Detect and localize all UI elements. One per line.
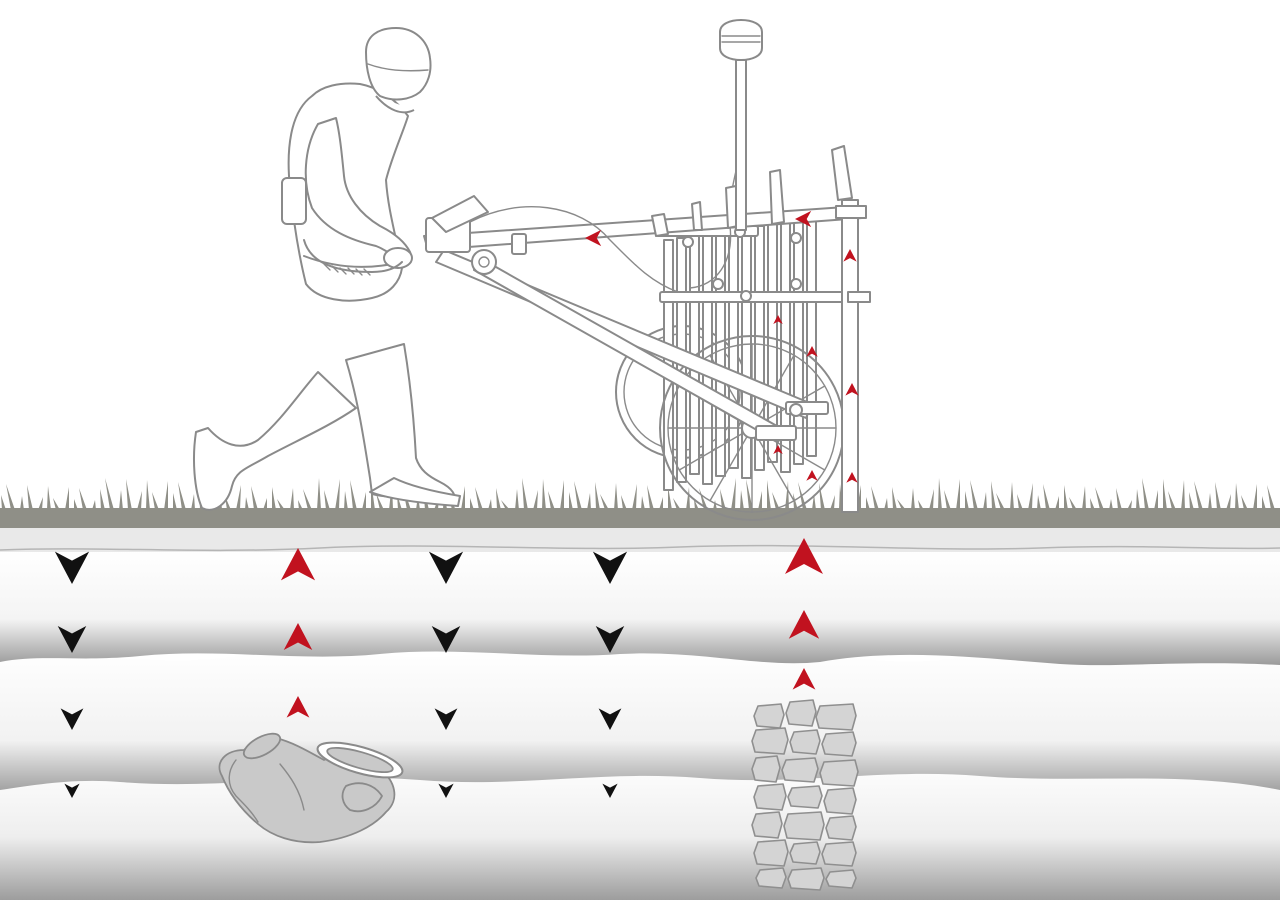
signal-down-arrow	[592, 551, 628, 584]
buried-ceramic-pot	[218, 732, 404, 844]
signal-up-arrow	[280, 548, 316, 581]
grass-blade-set	[1, 478, 1275, 510]
soil-layers	[0, 528, 1280, 900]
wall-stone	[751, 755, 781, 783]
signal-return-arrow	[585, 229, 602, 247]
wall-stone	[819, 759, 859, 787]
signal-down-arrow	[434, 708, 458, 730]
signal-down-arrow	[431, 626, 461, 653]
signal-up-arrow	[773, 445, 783, 454]
surface-band-edge	[0, 544, 1280, 552]
radar-signals	[54, 210, 859, 798]
signal-return-arrow	[795, 210, 812, 228]
signal-down-arrow	[54, 551, 90, 584]
wall-stone	[751, 727, 789, 755]
signal-down-arrow	[64, 783, 80, 798]
array-element	[741, 227, 752, 479]
wall-stone	[783, 811, 825, 841]
signal-up-arrow	[286, 696, 310, 718]
signal-up-arrow	[845, 383, 859, 396]
wall-stone	[787, 867, 825, 891]
array-element	[715, 231, 726, 477]
wall-stone	[825, 815, 857, 841]
signal-up-arrow	[806, 470, 818, 481]
grass-ground	[0, 478, 1280, 528]
array-element	[806, 217, 817, 457]
wall-stone	[789, 841, 821, 865]
wall-stone	[823, 787, 857, 815]
wall-stone	[821, 841, 857, 867]
wall-stone	[753, 839, 789, 867]
signal-up-arrow	[843, 249, 857, 262]
signal-down-arrow	[598, 708, 622, 730]
wall-stone	[821, 731, 857, 757]
soil-layer-top	[0, 550, 1280, 666]
wall-stone	[755, 867, 787, 889]
buried-stone-wall	[751, 699, 859, 891]
wall-stone	[753, 703, 785, 729]
gnss-antenna	[719, 19, 763, 61]
signal-up-arrow	[806, 346, 818, 357]
signal-down-arrow	[438, 783, 454, 798]
signal-up-arrow	[773, 315, 783, 324]
grass-blades	[1, 478, 1275, 510]
gpr-cart	[423, 19, 871, 521]
signal-up-arrow	[788, 610, 820, 639]
wall-stone	[751, 811, 783, 839]
signal-down-arrow	[57, 626, 87, 653]
wheel-spoke	[678, 432, 745, 471]
signal-up-arrow	[846, 472, 858, 483]
array-element	[728, 229, 739, 469]
wall-stone	[785, 699, 817, 727]
wheel-spoke	[756, 354, 795, 421]
wheel-spoke	[756, 435, 795, 502]
signal-down-arrow	[428, 551, 464, 584]
wall-stone	[825, 869, 857, 889]
walking-operator	[193, 27, 461, 511]
wall-stone	[787, 785, 823, 809]
wall-stone	[753, 783, 787, 811]
ground-surface	[0, 508, 1280, 528]
signal-down-arrow	[595, 626, 625, 653]
soil-layer-middle	[0, 648, 1280, 790]
signal-up-arrow	[283, 623, 313, 650]
wheel-spoke	[709, 435, 748, 502]
signal-up-arrow	[785, 538, 823, 574]
signal-down-arrow	[60, 708, 84, 730]
wall-stone	[781, 757, 819, 783]
wall-stone	[789, 729, 821, 755]
signal-down-arrow	[602, 783, 618, 798]
signal-up-arrow	[792, 668, 816, 690]
wall-stone	[815, 703, 857, 731]
